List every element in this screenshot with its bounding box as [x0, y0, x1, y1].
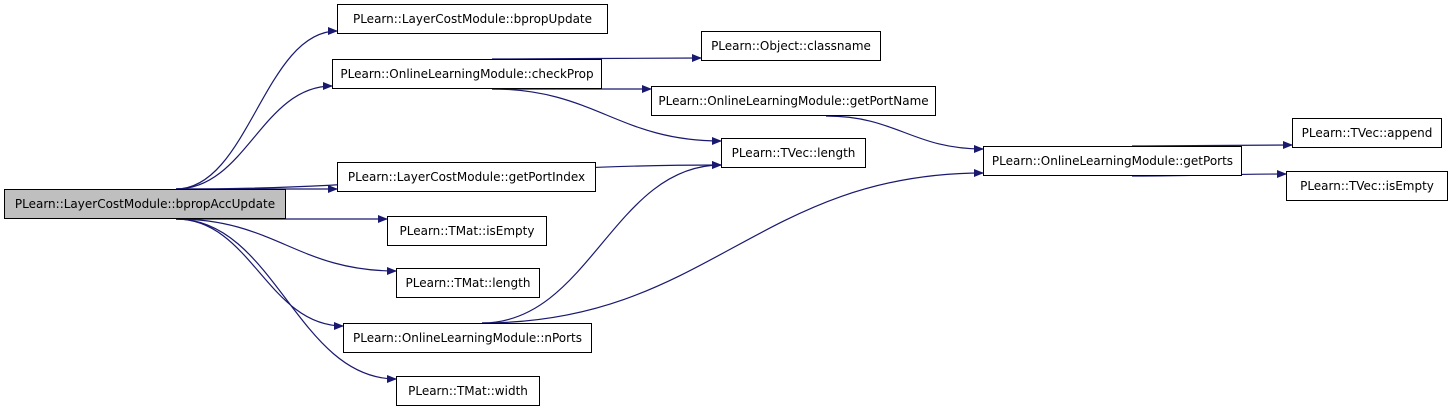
node-tmat-length[interactable]: PLearn::TMat::length: [396, 268, 540, 298]
edge-root-to-check_prop: [175, 82, 333, 190]
node-onlinelearningmodule-checkprop[interactable]: PLearn::OnlineLearningModule::checkProp: [332, 59, 602, 89]
edge-n_ports-to-get_ports: [481, 169, 984, 324]
node-tvec-length[interactable]: PLearn::TVec::length: [721, 138, 866, 168]
node-tmat-width[interactable]: PLearn::TMat::width: [396, 376, 540, 406]
node-tvec-isempty[interactable]: PLearn::TVec::isEmpty: [1286, 171, 1448, 201]
node-layercostmodule-bpropupdate[interactable]: PLearn::LayerCostModule::bpropUpdate: [337, 4, 608, 34]
node-onlinelearningmodule-getports[interactable]: PLearn::OnlineLearningModule::getPorts: [983, 146, 1242, 176]
edge-root-to-bprop_update: [175, 27, 338, 190]
edge-check_prop-to-tvec_length: [491, 88, 722, 145]
node-onlinelearningmodule-nports[interactable]: PLearn::OnlineLearningModule::nPorts: [343, 323, 592, 353]
node-tvec-append[interactable]: PLearn::TVec::append: [1292, 118, 1442, 148]
node-layercostmodule-bpropaccupdate: PLearn::LayerCostModule::bpropAccUpdate: [4, 189, 286, 219]
node-tmat-isempty[interactable]: PLearn::TMat::isEmpty: [387, 216, 547, 246]
edge-get_port_name-to-get_ports: [825, 115, 984, 153]
edge-root-to-tmat_width: [175, 218, 397, 383]
edge-n_ports-to-tvec_length: [481, 161, 722, 324]
node-onlinelearningmodule-getportname[interactable]: PLearn::OnlineLearningModule::getPortNam…: [651, 86, 936, 116]
node-layercostmodule-getportindex[interactable]: PLearn::LayerCostModule::getPortIndex: [337, 162, 596, 192]
edge-root-to-tmat_length: [175, 218, 397, 275]
edge-check_prop-to-classname: [491, 54, 702, 63]
edge-root-to-n_ports: [175, 218, 344, 330]
edge-get_ports-to-tvec_append: [1131, 141, 1293, 150]
node-object-classname[interactable]: PLearn::Object::classname: [701, 31, 881, 61]
